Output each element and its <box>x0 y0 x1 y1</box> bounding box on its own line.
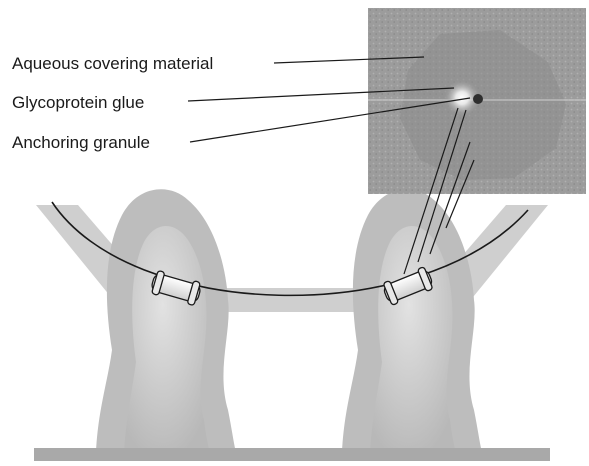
left-peg <box>96 189 236 452</box>
micrograph-granule-core <box>473 94 483 104</box>
label-aqueous-covering: Aqueous covering material <box>12 54 213 73</box>
right-peg <box>342 189 482 452</box>
micrograph-inset <box>368 8 586 194</box>
label-glycoprotein-glue: Glycoprotein glue <box>12 93 144 112</box>
base-plate <box>34 448 550 461</box>
label-anchoring-granule: Anchoring granule <box>12 133 150 152</box>
